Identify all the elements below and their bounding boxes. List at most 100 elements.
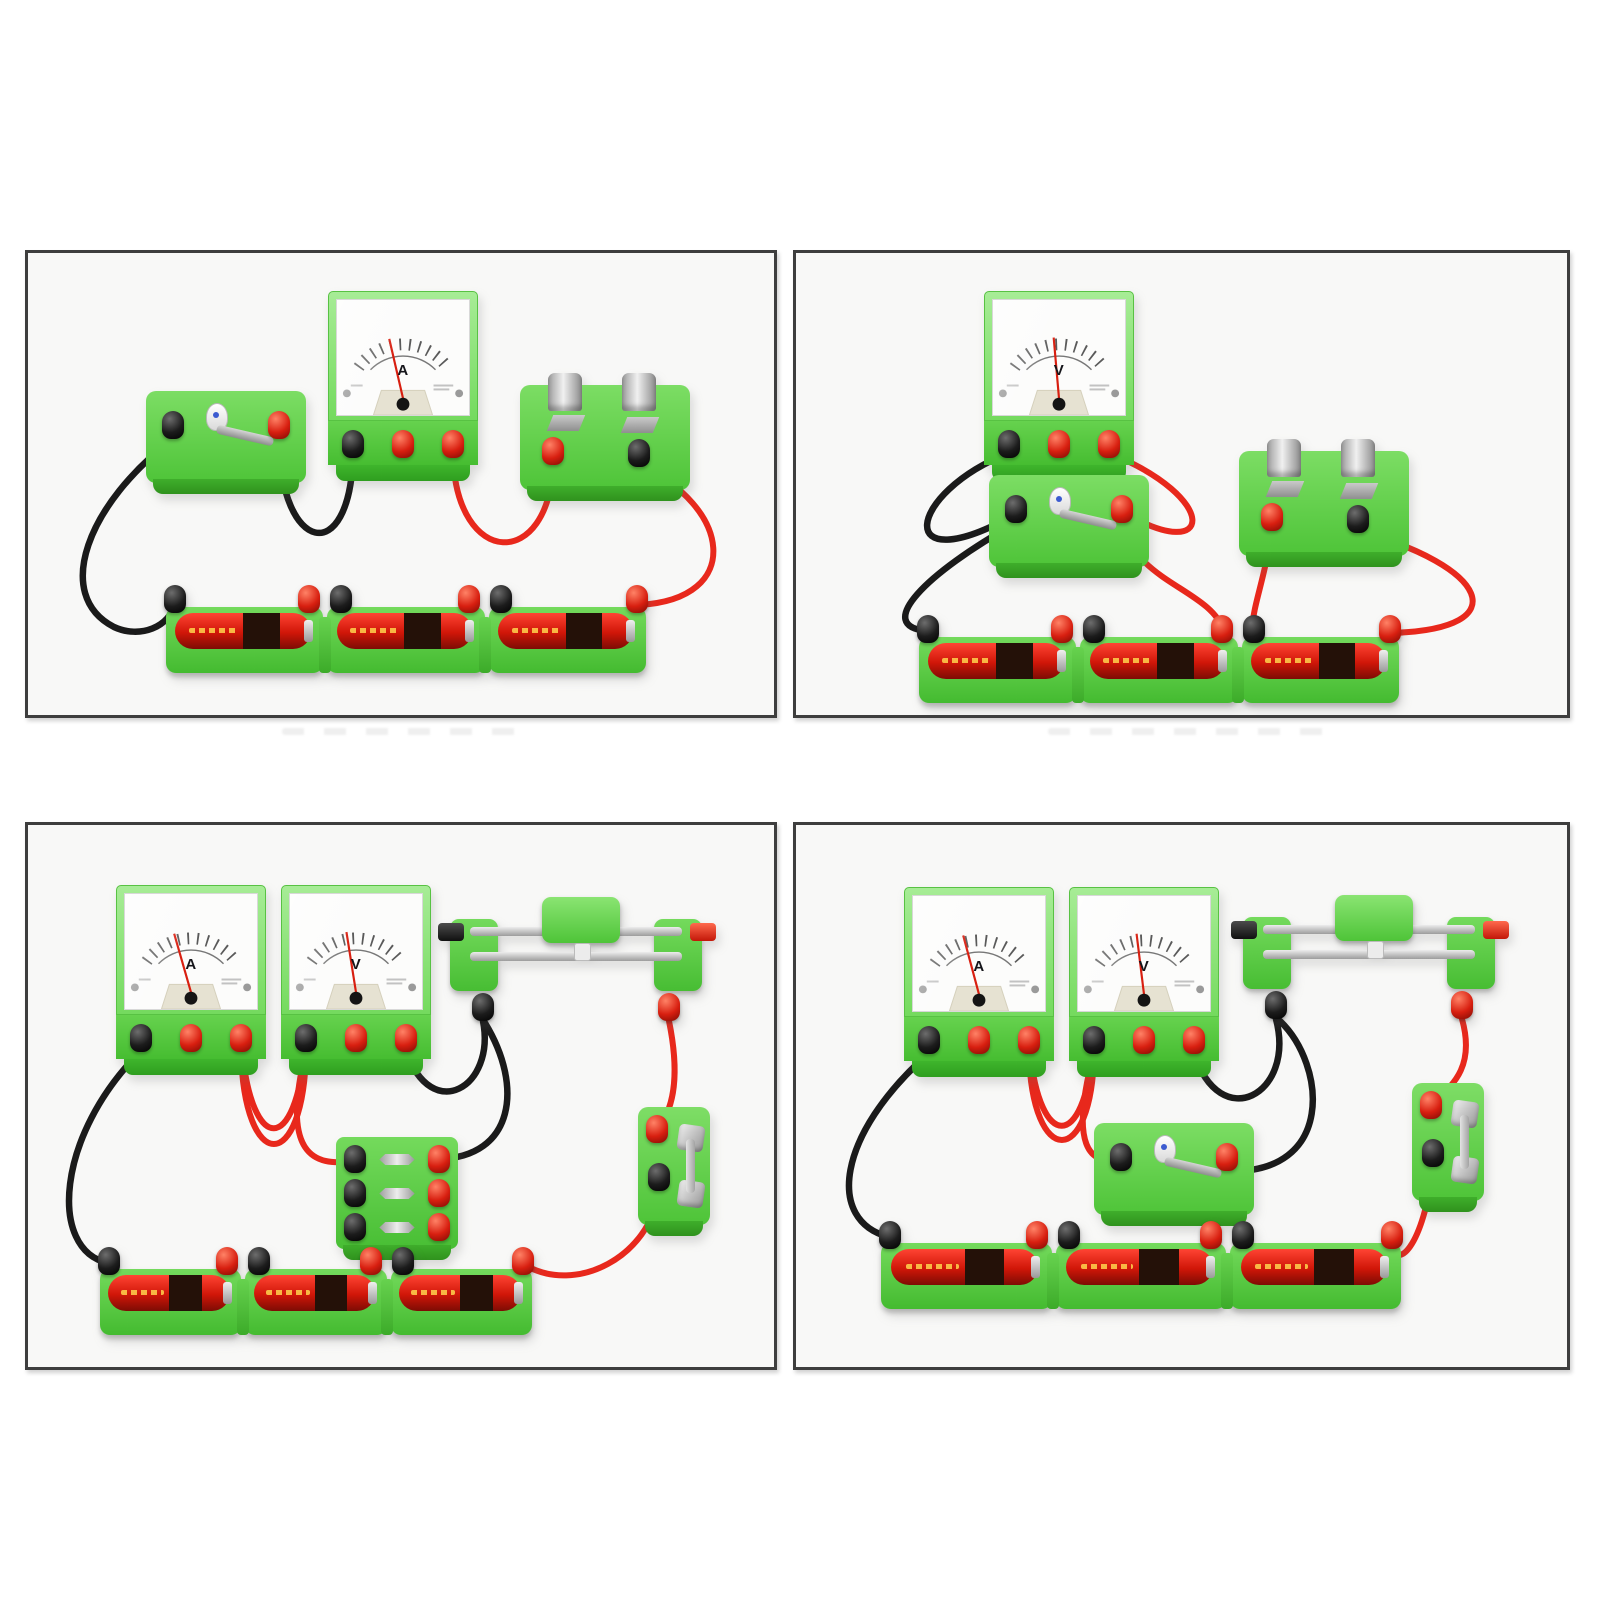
meter-terminal-deck: [281, 1015, 431, 1059]
zero-adjust-knob: [1137, 993, 1151, 1007]
pack-terminal-positive: [1199, 1221, 1222, 1249]
meter-pedestal: [289, 1059, 423, 1075]
terminal-positive: [428, 1145, 450, 1173]
meter-mechanism: [1113, 985, 1175, 1011]
pack-terminal-positive: [1050, 615, 1073, 643]
terminal-positive: [658, 993, 680, 1021]
screw-icon: [1031, 985, 1040, 994]
holder-divider: [1220, 1253, 1233, 1309]
pack-terminal-positive: [1379, 615, 1401, 643]
battery-holder: [1241, 627, 1399, 703]
model-text-smudge: [1174, 980, 1195, 983]
pack-terminal-positive: [457, 585, 480, 613]
battery-cell: [1251, 643, 1389, 679]
faded-caption: [282, 728, 532, 735]
terminal-positive: [1111, 495, 1133, 523]
meter-unit-label: A: [973, 958, 985, 976]
meter-pedestal: [912, 1061, 1046, 1077]
panel-top-left-scene: A: [28, 253, 774, 715]
holder-divider: [318, 617, 331, 673]
meter-needle: [1052, 337, 1061, 399]
terminal-negative: [130, 1024, 152, 1052]
meter-terminal-deck: [904, 1017, 1054, 1061]
metal-bracket: [620, 417, 660, 433]
meter-unit-label: V: [350, 956, 362, 974]
meter-dial: A: [336, 299, 470, 416]
meter-unit-label: A: [397, 362, 409, 380]
model-text-smudge: [386, 978, 407, 981]
terminal-high-range: [1018, 1026, 1040, 1054]
knife-switch: [146, 391, 306, 494]
rheostat: [438, 897, 716, 1025]
terminal-positive: [428, 1179, 450, 1207]
terminal-mid-range: [1048, 430, 1070, 458]
zero-adjust-knob: [1052, 397, 1066, 411]
holder-divider: [1071, 647, 1084, 703]
battery-holder: [327, 597, 485, 673]
terminal-negative: [998, 430, 1020, 458]
rheostat-knob-black: [438, 923, 464, 941]
meter-housing: V: [1069, 887, 1219, 1017]
terminal-mid-range: [1133, 1026, 1155, 1054]
fuse-holder-vertical: [1412, 1083, 1484, 1212]
range-text-smudge: [1006, 384, 1019, 387]
pack-terminal-negative: [1242, 615, 1265, 643]
holder-divider: [1047, 1253, 1060, 1309]
battery-label: [1255, 1264, 1309, 1270]
terminal-negative: [1110, 1143, 1132, 1171]
panel-top-right-scene: V: [796, 253, 1567, 715]
terminal-negative: [342, 430, 364, 458]
battery-cell: [1240, 1249, 1390, 1285]
panel-bottom-right-scene: A: [796, 825, 1567, 1367]
battery-cell: [253, 1275, 377, 1311]
pack-terminal-negative: [247, 1247, 270, 1275]
dial-graphics: [130, 932, 252, 1009]
terminal-positive: [542, 437, 564, 465]
dial-scale-arc: [945, 951, 1013, 967]
rheostat: [1231, 895, 1509, 1023]
voltmeter: V: [281, 885, 431, 1075]
pack-terminal-positive: [626, 585, 648, 613]
zero-adjust-knob: [396, 397, 410, 411]
meter-unit-label: V: [1053, 362, 1065, 380]
dial-graphics: [918, 934, 1040, 1011]
screw-icon: [1083, 985, 1092, 994]
fuse-holder-base: [527, 486, 683, 501]
model-text-smudge: [433, 384, 454, 387]
battery-holder: [166, 597, 324, 673]
battery-label: [941, 658, 991, 664]
zero-adjust-knob: [972, 993, 986, 1007]
photo-panel-top-right: V: [793, 250, 1570, 718]
meter-unit-label: A: [185, 956, 197, 974]
photo-panel-bottom-left: A: [25, 822, 777, 1370]
terminal-mid-range: [392, 430, 414, 458]
pack-terminal-negative: [489, 585, 512, 613]
terminal-positive: [268, 411, 290, 439]
battery-holder: [881, 1233, 1052, 1309]
fuse-tube: [1460, 1115, 1469, 1169]
metal-clip: [1341, 439, 1375, 477]
meter-housing: V: [984, 291, 1134, 421]
model-text-smudge: [433, 388, 450, 391]
rheostat-knob-red: [690, 923, 716, 941]
meter-needle: [388, 338, 405, 399]
range-text-smudge: [138, 978, 151, 981]
pack-terminal-negative: [391, 1247, 414, 1275]
battery-holder: [1080, 627, 1238, 703]
screw-icon: [1111, 389, 1120, 398]
screw-icon: [408, 983, 417, 992]
terminal-mid-range: [180, 1024, 202, 1052]
battery-cell: [1065, 1249, 1215, 1285]
dial-tick-arc: [306, 932, 406, 965]
photo-panel-top-left: A: [25, 250, 777, 718]
switch-base: [153, 479, 299, 494]
battery-holder: [919, 627, 1077, 703]
battery-label: [265, 1290, 310, 1296]
battery-label: [1103, 658, 1152, 664]
terminal-positive: [646, 1115, 668, 1143]
dial-scale-arc: [1110, 951, 1178, 967]
terminal-negative: [162, 411, 184, 439]
resistor-strip: [379, 1188, 415, 1199]
panel-bottom-left-scene: A: [28, 825, 774, 1367]
battery-cell: [498, 613, 636, 649]
